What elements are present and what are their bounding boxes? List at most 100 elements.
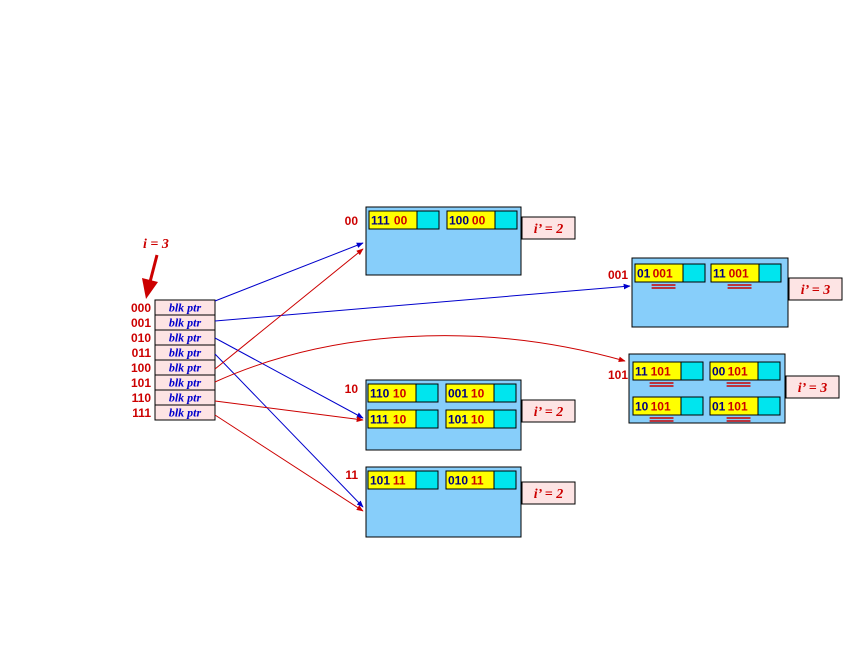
directory-index: 011 <box>132 346 152 360</box>
record-key-prefix: 100 <box>449 214 469 228</box>
pointer-arrow <box>214 248 364 370</box>
record-key-prefix: 01 <box>637 267 651 281</box>
pointer-arrows <box>214 242 631 512</box>
record-key-suffix: 10 <box>471 413 485 427</box>
bucket-label: 001 <box>608 268 628 282</box>
bucket-label: 11 <box>345 468 358 482</box>
block-pointer: blk ptr <box>169 406 202 420</box>
local-depth-badge: i’ = 2 <box>521 216 576 240</box>
block-pointer: blk ptr <box>169 361 202 375</box>
directory: 000 blk ptr 001 blk ptr 010 blk ptr 011 blk ptr… <box>131 299 216 421</box>
directory-entry: 101 blk ptr <box>131 374 216 391</box>
record-key-prefix: 010 <box>448 474 468 488</box>
directory-entry: 011 blk ptr <box>132 344 216 361</box>
block-pointer: blk ptr <box>169 391 202 405</box>
record-key-prefix: 11 <box>635 365 648 379</box>
pointer-arrow <box>214 414 364 512</box>
record-key-suffix: 00 <box>394 214 408 228</box>
directory-index: 000 <box>131 301 151 315</box>
record-key-prefix: 01 <box>712 400 726 414</box>
directory-index: 010 <box>131 331 151 345</box>
local-depth-label: i’ = 2 <box>534 222 564 237</box>
record-key-suffix: 10 <box>471 387 485 401</box>
global-depth-arrow <box>142 254 159 299</box>
local-depth-badge: i’ = 3 <box>785 375 840 399</box>
record-key-suffix: 00 <box>472 214 486 228</box>
directory-index: 110 <box>132 391 152 405</box>
block-pointer: blk ptr <box>169 331 202 345</box>
directory-entry: 000 blk ptr <box>131 299 216 316</box>
directory-index: 001 <box>131 316 151 330</box>
record-key-suffix: 101 <box>728 400 748 414</box>
local-depth-label: i’ = 2 <box>534 487 564 502</box>
pointer-arrow <box>214 353 364 508</box>
local-depth-badge: i’ = 2 <box>521 399 576 423</box>
pointer-arrow <box>214 335 626 383</box>
record-key-suffix: 11 <box>393 474 406 488</box>
record: 111 00 <box>368 210 440 230</box>
record-key-suffix: 11 <box>471 474 484 488</box>
record: 111 10 <box>367 409 439 429</box>
record-key-suffix: 10 <box>393 387 407 401</box>
global-depth-label: i = 3 <box>143 237 169 252</box>
record-key-prefix: 101 <box>448 413 468 427</box>
record-key-prefix: 111 <box>371 214 390 228</box>
record-key-prefix: 001 <box>448 387 468 401</box>
local-depth-badge: i’ = 3 <box>788 277 843 301</box>
record-key-prefix: 111 <box>370 413 389 427</box>
directory-entry: 100 blk ptr <box>131 359 216 376</box>
pointer-arrow <box>214 400 364 422</box>
bucket-label: 10 <box>345 382 359 396</box>
record-key-suffix: 101 <box>651 365 671 379</box>
bucket-label: 00 <box>345 214 359 228</box>
record-key-suffix: 101 <box>728 365 748 379</box>
record-key-prefix: 10 <box>635 400 649 414</box>
block-pointer: blk ptr <box>169 346 202 360</box>
directory-index: 101 <box>131 376 151 390</box>
pointer-arrow <box>214 283 631 322</box>
directory-index: 100 <box>131 361 151 375</box>
pointer-arrow <box>214 337 364 419</box>
record-key-suffix: 10 <box>393 413 407 427</box>
local-depth-label: i’ = 2 <box>534 405 564 420</box>
record-key-prefix: 00 <box>712 365 726 379</box>
local-depth-badge: i’ = 2 <box>521 481 576 505</box>
bucket-label: 101 <box>608 368 628 382</box>
record-key-suffix: 101 <box>651 400 671 414</box>
directory-entry: 001 blk ptr <box>131 314 216 331</box>
block-pointer: blk ptr <box>169 376 202 390</box>
directory-entry: 110 blk ptr <box>132 389 216 406</box>
directory-entry: 010 blk ptr <box>131 329 216 346</box>
record-key-suffix: 001 <box>729 267 749 281</box>
record-key-suffix: 001 <box>653 267 673 281</box>
record-key-prefix: 11 <box>713 267 726 281</box>
block-pointer: blk ptr <box>169 316 202 330</box>
local-depth-label: i’ = 3 <box>798 381 828 396</box>
directory-index: 111 <box>132 406 151 420</box>
record-key-prefix: 101 <box>370 474 390 488</box>
block-pointer: blk ptr <box>169 301 202 315</box>
record-key-prefix: 110 <box>370 387 390 401</box>
local-depth-label: i’ = 3 <box>801 283 831 298</box>
directory-entry: 111 blk ptr <box>132 404 216 421</box>
pointer-arrow <box>214 242 364 302</box>
